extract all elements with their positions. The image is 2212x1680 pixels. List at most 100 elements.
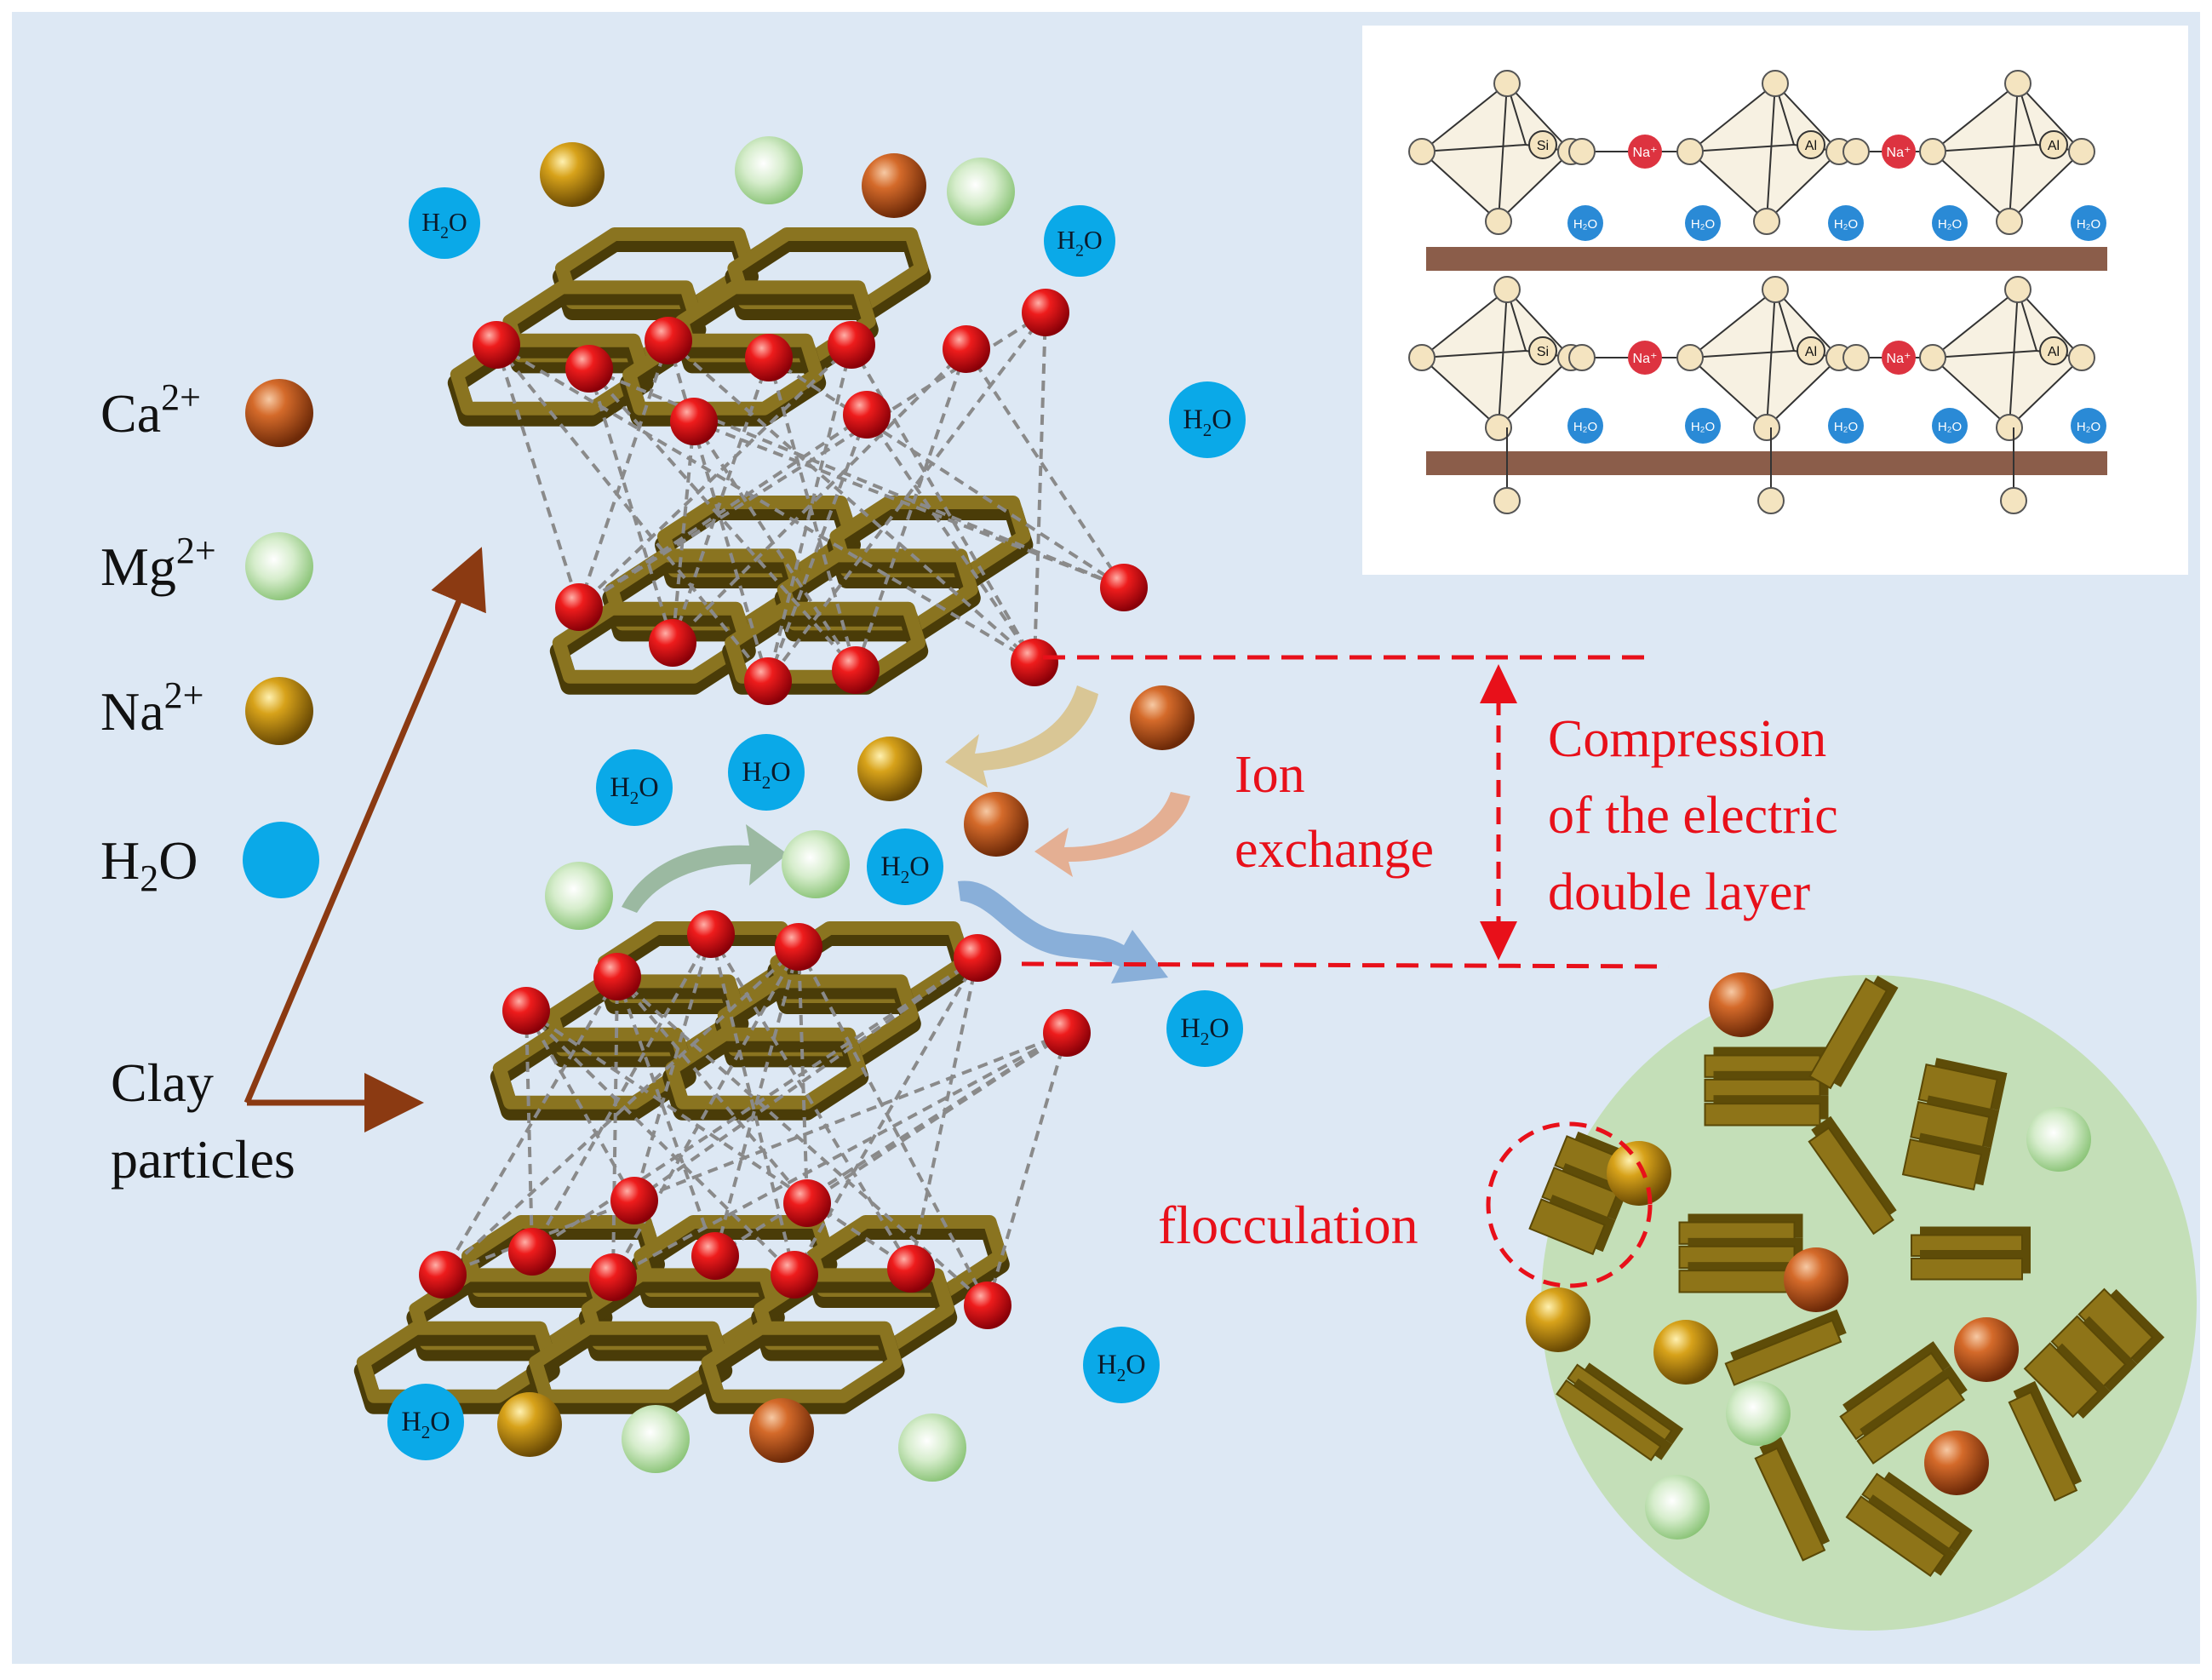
bond-line bbox=[612, 1031, 1068, 1279]
bond-line bbox=[441, 975, 619, 1276]
clay-plate bbox=[1901, 1058, 2008, 1191]
inset-oxygen-atom bbox=[1493, 70, 1521, 97]
inset-bond bbox=[1506, 83, 1572, 152]
oxygen-atom bbox=[645, 317, 692, 364]
inset-oxygen-atom bbox=[1757, 487, 1785, 514]
water-molecule: H2O bbox=[1044, 205, 1115, 277]
inset-layer-band bbox=[1426, 451, 2107, 475]
inset-oxygen-atom bbox=[1676, 344, 1704, 371]
inset-water-label: H₂O bbox=[1573, 217, 1597, 232]
clay-ring-shadow bbox=[774, 554, 981, 642]
bond-line bbox=[495, 343, 1036, 664]
mg-ion bbox=[735, 136, 803, 204]
bond-line bbox=[530, 956, 979, 1253]
inset-na-label: Na⁺ bbox=[1887, 146, 1911, 160]
inset-bond bbox=[2017, 83, 2083, 152]
ca-ion bbox=[1130, 685, 1195, 750]
clay-label-line2: particles bbox=[111, 1129, 295, 1190]
inset-oxygen-atom bbox=[2004, 276, 2031, 303]
inset-center-atom bbox=[1797, 130, 1825, 159]
oxygen-atom bbox=[593, 953, 641, 1001]
clay-ring-shadow bbox=[698, 1327, 905, 1414]
clay-ring bbox=[701, 1321, 903, 1403]
inset-water-label: H₂O bbox=[1691, 420, 1715, 434]
bond-line bbox=[671, 347, 968, 645]
plate-face bbox=[1556, 1379, 1662, 1462]
bond-line bbox=[709, 933, 796, 1276]
double-layer-lower-boundary bbox=[1021, 961, 1670, 969]
clay-plate bbox=[1845, 1471, 1973, 1577]
na-ion bbox=[1653, 1320, 1718, 1385]
inset-layer-band bbox=[1426, 247, 2107, 271]
bond-line bbox=[986, 1032, 1069, 1306]
inset-bond bbox=[1766, 289, 1776, 428]
clay-plate bbox=[2008, 1380, 2082, 1502]
inset-oxygen-atom bbox=[1996, 414, 2023, 441]
water-disc bbox=[1044, 205, 1115, 277]
arrow-to-upper-clay bbox=[244, 547, 486, 1104]
inset-oxygen-atom bbox=[2004, 70, 2031, 97]
oxygen-atom bbox=[745, 334, 793, 381]
water-label: H2O bbox=[1057, 226, 1103, 260]
bond-line bbox=[524, 1009, 913, 1270]
oxygen-atom bbox=[649, 619, 696, 667]
inset-water bbox=[1567, 408, 1603, 444]
inset-water-label: H₂O bbox=[2077, 217, 2100, 232]
mg-ion bbox=[898, 1413, 966, 1482]
water-label: H2O bbox=[1180, 1013, 1229, 1049]
oxygen-atom bbox=[419, 1251, 467, 1299]
legend-swatch-na bbox=[245, 677, 313, 745]
ion-exchange-label-2: exchange bbox=[1235, 821, 1434, 879]
inset-oxygen-atom bbox=[1919, 138, 1946, 165]
bond-line bbox=[495, 343, 770, 683]
water-disc bbox=[1169, 381, 1246, 458]
oxygen-atom bbox=[964, 1282, 1011, 1329]
water-label: H2O bbox=[610, 772, 658, 808]
clay-plate bbox=[1754, 1436, 1831, 1562]
clay-plate bbox=[1911, 1226, 2031, 1281]
inset-water bbox=[1685, 205, 1721, 241]
inset-bond bbox=[1932, 289, 2019, 358]
inset-bond bbox=[1774, 83, 1840, 152]
clay-plate bbox=[1678, 1213, 1803, 1293]
water-molecule: H2O bbox=[728, 734, 805, 811]
inset-bond bbox=[1932, 83, 2019, 152]
bond-line bbox=[495, 344, 581, 608]
compression-label-1: Compression bbox=[1548, 710, 1826, 768]
inset-water bbox=[1567, 205, 1603, 241]
inset-oxygen-atom bbox=[1996, 208, 2023, 235]
flocculation-label: flocculation bbox=[1158, 1195, 1418, 1255]
inset-bond bbox=[2009, 83, 2019, 222]
clay-label-line1: Clay bbox=[111, 1052, 214, 1113]
oxygen-atom bbox=[828, 321, 875, 369]
plate-face bbox=[2023, 1342, 2100, 1419]
ca-ion bbox=[1709, 972, 1774, 1037]
inset-water-label: H₂O bbox=[1938, 217, 1962, 232]
bond-line bbox=[965, 347, 1126, 589]
clay-plate bbox=[1808, 975, 1899, 1090]
clay-particle-upper bbox=[447, 227, 1148, 705]
bond-line bbox=[577, 343, 853, 609]
inset-bond bbox=[1774, 289, 1840, 358]
flocculation-circle bbox=[1486, 972, 2197, 1631]
bond-line bbox=[766, 311, 1047, 683]
oxygen-atom bbox=[954, 934, 1001, 982]
legend-label-water: H2O bbox=[100, 830, 198, 899]
plate-face bbox=[1528, 1198, 1606, 1256]
inset-center-label: Si bbox=[1537, 139, 1549, 153]
inset-bond bbox=[1689, 357, 1768, 428]
inset-water bbox=[1685, 408, 1721, 444]
plate-face bbox=[1754, 1447, 1826, 1562]
bond-line bbox=[766, 414, 868, 682]
inset-water bbox=[2071, 205, 2106, 241]
bond-line bbox=[524, 1010, 534, 1253]
inset-bond bbox=[1498, 83, 1508, 222]
inset-bond bbox=[1498, 289, 1508, 428]
oxygen-atom bbox=[1022, 289, 1069, 336]
mg-ion bbox=[545, 862, 613, 930]
inset-oxygen-atom bbox=[1842, 344, 1870, 371]
inset-center-label: Al bbox=[2048, 139, 2060, 153]
mg-ion bbox=[1726, 1381, 1791, 1446]
inset-water bbox=[1828, 205, 1864, 241]
inset-bond bbox=[1506, 289, 1572, 358]
